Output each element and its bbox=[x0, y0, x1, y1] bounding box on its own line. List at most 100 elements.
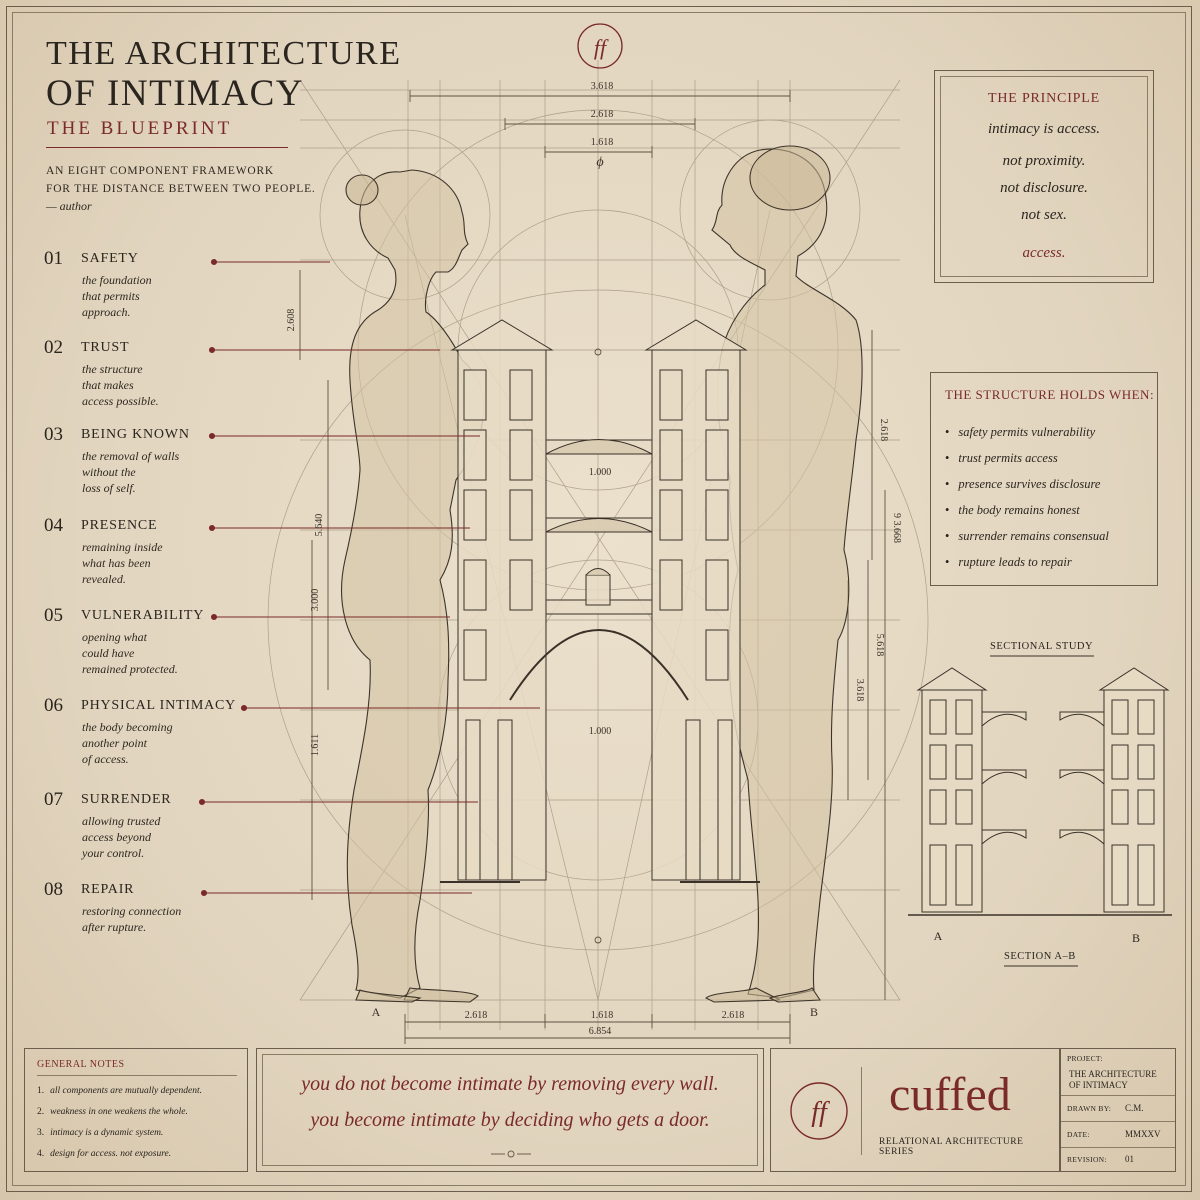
brand-divider bbox=[861, 1067, 862, 1155]
dim-bottom-3: 2.618 bbox=[722, 1010, 745, 1021]
desc-line: access possible. bbox=[82, 394, 159, 408]
notes-list: 1. all components are mutually dependent.… bbox=[37, 1081, 202, 1165]
figure-label-b: B bbox=[810, 1005, 818, 1019]
component-description: the body becoming another point of acces… bbox=[82, 719, 173, 767]
section-label-b: B bbox=[1132, 931, 1140, 945]
dim-bottom-2: 1.618 bbox=[591, 1010, 614, 1021]
desc-line: allowing trusted bbox=[82, 814, 161, 828]
principle-final: access. bbox=[1022, 245, 1066, 261]
tb-project-line: OF INTIMACY bbox=[1069, 1080, 1128, 1090]
desc-line: what has been bbox=[82, 556, 151, 570]
component-name: VULNERABILITY bbox=[81, 608, 205, 623]
outer-frame bbox=[6, 6, 1192, 1192]
seal-monogram-text: ff bbox=[811, 1097, 830, 1128]
tb-date-label: DATE: bbox=[1067, 1130, 1090, 1139]
desc-line: approach. bbox=[82, 305, 131, 319]
top-monogram: ff bbox=[577, 23, 623, 69]
tb-project-label: PROJECT: bbox=[1067, 1054, 1103, 1063]
dim-right-2: 9 3.668 bbox=[891, 513, 902, 543]
dim-left-1: 2.608 bbox=[286, 309, 297, 332]
title-line-1: THE ARCHITECTURE bbox=[46, 35, 402, 72]
dim-top-1: 3.618 bbox=[591, 81, 614, 92]
component-name: BEING KNOWN bbox=[81, 427, 190, 442]
section-a-b-label: SECTION A–B bbox=[1004, 951, 1076, 962]
section-label-a: A bbox=[934, 929, 943, 943]
man-figure bbox=[705, 145, 863, 1003]
notes-item: 3.intimacy is a dynamic system. bbox=[37, 1123, 202, 1144]
desc-line: remained protected. bbox=[82, 662, 178, 676]
dim-left-4: 1.611 bbox=[310, 734, 321, 756]
component-name: PHYSICAL INTIMACY bbox=[81, 698, 237, 713]
quote-ornament bbox=[491, 1150, 531, 1158]
title-line-2: OF INTIMACY bbox=[46, 73, 305, 114]
sectional-study-drawing bbox=[908, 667, 1172, 916]
general-notes-box: GENERAL NOTES 1. all components are mutua… bbox=[24, 1048, 248, 1172]
sectional-study-title: SECTIONAL STUDY bbox=[990, 641, 1094, 652]
principle-line: not sex. bbox=[1021, 207, 1067, 223]
woman-figure bbox=[341, 169, 485, 1003]
dim-right-1: 2.618 bbox=[878, 419, 889, 442]
inner-frame bbox=[12, 12, 1186, 1186]
component-description: remaining inside what has been revealed. bbox=[82, 539, 163, 587]
dim-center-1: 1.000 bbox=[589, 467, 612, 478]
holds-item: surrender remains consensual bbox=[945, 523, 1108, 549]
structure-holds-box: THE STRUCTURE HOLDS WHEN: safety permits… bbox=[930, 372, 1158, 586]
holds-item: safety permits vulnerability bbox=[945, 419, 1109, 445]
notes-heading: GENERAL NOTES bbox=[37, 1059, 125, 1070]
page-title: THE ARCHITECTURE OF INTIMACY bbox=[46, 34, 401, 114]
tb-revision-value: 01 bbox=[1125, 1154, 1134, 1164]
note-number: 1. bbox=[37, 1086, 45, 1096]
tb-date-row: DATE: MMXXV bbox=[1061, 1121, 1175, 1148]
brand-wordmark: cuffed bbox=[889, 1068, 1011, 1121]
dim-center-2: 1.000 bbox=[589, 726, 612, 737]
tb-drawn-label: DRAWN BY: bbox=[1067, 1104, 1112, 1113]
holds-item: rupture leads to repair bbox=[945, 549, 1109, 575]
desc-line: could have bbox=[82, 646, 135, 660]
principle-line: not proximity. bbox=[1002, 153, 1086, 169]
component-description: the structure that makes access possible… bbox=[82, 361, 159, 409]
component-number: 02 bbox=[44, 337, 63, 358]
component-name: PRESENCE bbox=[81, 518, 158, 533]
holds-item: the body remains honest bbox=[945, 497, 1109, 523]
page-subtitle: THE BLUEPRINT bbox=[47, 118, 233, 139]
component-number: 04 bbox=[44, 515, 63, 536]
notes-item: 2.weakness in one weakens the whole. bbox=[37, 1102, 202, 1123]
dim-right-4: 3.618 bbox=[854, 679, 865, 702]
desc-line: remaining inside bbox=[82, 540, 163, 554]
note-text: weakness in one weakens the whole. bbox=[50, 1107, 188, 1117]
component-number: 07 bbox=[44, 789, 63, 810]
tb-revision-label: REVISION: bbox=[1067, 1155, 1107, 1164]
desc-line: another point bbox=[82, 736, 147, 750]
dim-top-3: 1.618 bbox=[591, 137, 614, 148]
author-credit: — author bbox=[46, 199, 92, 213]
top-monogram-text: ff bbox=[594, 35, 609, 60]
notes-rule bbox=[37, 1075, 237, 1076]
holds-heading: THE STRUCTURE HOLDS WHEN: bbox=[945, 387, 1155, 402]
desc-line: after rupture. bbox=[82, 920, 147, 934]
dim-bottom-1: 2.618 bbox=[465, 1010, 488, 1021]
desc-line: restoring connection bbox=[82, 904, 182, 918]
dim-bottom-4: 6.854 bbox=[589, 1026, 612, 1037]
desc-line: the structure bbox=[82, 362, 143, 376]
project-title-block: PROJECT: THE ARCHITECTURE OF INTIMACY DR… bbox=[1060, 1048, 1176, 1172]
principle-line: not disclosure. bbox=[1000, 180, 1088, 196]
holds-item: trust permits access bbox=[945, 445, 1109, 471]
tb-revision-row: REVISION: 01 bbox=[1061, 1147, 1175, 1171]
component-number: 03 bbox=[44, 424, 63, 445]
principle-box: THE PRINCIPLE intimacy is access. not pr… bbox=[934, 70, 1154, 283]
desc-line: your control. bbox=[82, 846, 145, 860]
desc-line: loss of self. bbox=[82, 481, 136, 495]
desc-line: without the bbox=[82, 465, 136, 479]
framework-description: AN EIGHT COMPONENT FRAMEWORK FOR THE DIS… bbox=[46, 162, 316, 198]
component-number: 08 bbox=[44, 879, 63, 900]
note-text: design for access. not exposure. bbox=[50, 1149, 172, 1159]
figure-label-a: A bbox=[372, 1005, 381, 1019]
component-name: REPAIR bbox=[81, 882, 135, 897]
component-name: TRUST bbox=[81, 340, 130, 355]
note-text: all components are mutually dependent. bbox=[50, 1086, 203, 1096]
desc-line: of access. bbox=[82, 752, 129, 766]
subtitle-rule bbox=[46, 147, 288, 148]
phi-symbol: ϕ bbox=[596, 155, 603, 170]
